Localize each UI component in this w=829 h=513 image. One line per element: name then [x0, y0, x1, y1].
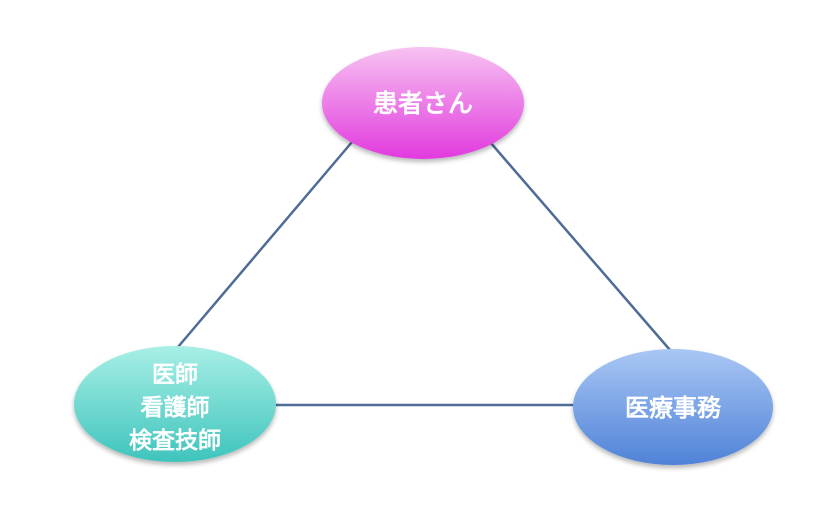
connectors [177, 141, 671, 407]
node-medical-staff-label-line2: 看護師 [141, 394, 210, 421]
node-medical-staff: 医師 看護師 検査技師 [74, 346, 276, 462]
node-patient: 患者さん [322, 47, 524, 159]
node-patient-label: 患者さん [373, 89, 473, 118]
node-medical-office-shape [573, 349, 773, 465]
node-medical-staff-shape [74, 346, 276, 462]
node-medical-staff-label-line1: 医師 [152, 361, 198, 388]
node-medical-staff-label-line3: 検査技師 [129, 427, 221, 454]
connector-patient-office [489, 141, 671, 351]
node-medical-office-label: 医療事務 [625, 394, 722, 422]
node-medical-office: 医療事務 [573, 349, 773, 465]
connector-patient-staff [177, 141, 353, 348]
node-patient-shape [322, 47, 524, 159]
